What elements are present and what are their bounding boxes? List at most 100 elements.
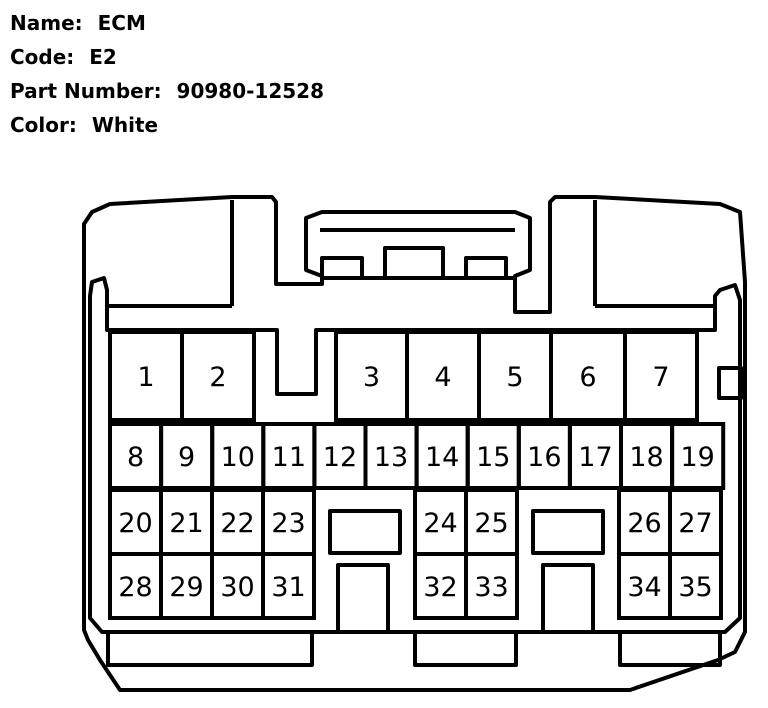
pin-cavity-8: 8: [108, 422, 164, 490]
pin-number: 7: [652, 362, 669, 393]
pin-cavity-9: 9: [159, 422, 215, 490]
pin-number: 32: [423, 572, 457, 603]
pin-number: 24: [423, 508, 457, 539]
pin-number: 22: [220, 508, 254, 539]
pin-number: 23: [271, 508, 305, 539]
pin-cavity-32: 32: [413, 552, 468, 620]
connector-inner-frame: [88, 276, 742, 634]
pin-box: [180, 330, 256, 422]
latch-tab-right: [464, 256, 508, 280]
pin-cavity-1: 1: [108, 330, 184, 422]
pin-cavity-13: 13: [363, 422, 419, 490]
pin-number: 12: [323, 442, 357, 473]
code-row: Code: E2: [10, 40, 324, 74]
pin-cavity-33: 33: [464, 552, 519, 620]
pin-number: 15: [476, 442, 510, 473]
pin-cavity-20: 20: [108, 488, 163, 556]
pin-number: 26: [627, 508, 661, 539]
connector-housing: [82, 195, 747, 692]
pin-box: [668, 552, 723, 620]
pin-number: 4: [434, 362, 451, 393]
latch-tab-center: [383, 246, 445, 280]
pin-number: 19: [680, 442, 714, 473]
pin-cavity-5: 5: [477, 330, 553, 422]
pin-number: 34: [627, 572, 661, 603]
center-block-left-upper: [328, 509, 402, 555]
side-key: [717, 366, 743, 400]
pin-number: 11: [272, 442, 306, 473]
pin-cavity-3: 3: [334, 330, 409, 422]
pin-cavity-26: 26: [617, 488, 672, 556]
pin-number: 10: [221, 442, 255, 473]
pin-number: 21: [169, 508, 203, 539]
pin-cavity-24: 24: [413, 488, 468, 556]
pin-number: 17: [578, 442, 612, 473]
pin-cavity-16: 16: [516, 422, 572, 490]
pin-cavity-35: 35: [668, 552, 723, 620]
pin-number: 35: [678, 572, 712, 603]
pin-cavity-27: 27: [668, 488, 723, 556]
pin-cavity-28: 28: [108, 552, 163, 620]
pin-number: 1: [137, 362, 154, 393]
part-number-label: Part Number:: [10, 79, 162, 103]
pin-cavity-19: 19: [670, 422, 726, 490]
pin-cavity-30: 30: [210, 552, 265, 620]
pin-cavity-34: 34: [617, 552, 672, 620]
pin-number: 31: [271, 572, 305, 603]
pin-cavity-10: 10: [210, 422, 266, 490]
color-label: Color:: [10, 113, 77, 137]
pin-box: [623, 330, 699, 422]
pin-cavity-23: 23: [261, 488, 316, 556]
pin-cavity-18: 18: [619, 422, 675, 490]
pin-number: 20: [118, 508, 152, 539]
connector-info: Name: ECM Code: E2 Part Number: 90980-12…: [10, 6, 324, 142]
pin-number: 8: [127, 442, 144, 473]
pin-number: 2: [209, 362, 226, 393]
pin-cavity-6: 6: [549, 330, 627, 422]
pin-cavity-14: 14: [414, 422, 470, 490]
center-block-right-upper: [531, 509, 605, 555]
color-row: Color: White: [10, 108, 324, 142]
pin-cavity-17: 17: [567, 422, 624, 490]
pin-number: 6: [579, 362, 596, 393]
color-value: White: [91, 113, 159, 137]
part-number-row: Part Number: 90980-12528: [10, 74, 324, 108]
pin-number: 3: [363, 362, 380, 393]
part-number-value: 90980-12528: [176, 79, 324, 103]
pin-number: 33: [474, 572, 508, 603]
pin-number: 14: [425, 442, 459, 473]
pin-number: 16: [527, 442, 561, 473]
pin-cavity-21: 21: [159, 488, 214, 556]
pin-cavity-7: 7: [623, 330, 699, 422]
pin-cavity-29: 29: [159, 552, 214, 620]
pin-cavity-25: 25: [464, 488, 519, 556]
pin-number: 30: [220, 572, 254, 603]
pin-cavity-12: 12: [312, 422, 368, 490]
pin-number: 18: [629, 442, 663, 473]
bottom-tab-left: [106, 632, 314, 667]
pin-number: 25: [474, 508, 508, 539]
pin-number: 28: [118, 572, 152, 603]
pin-number: 13: [374, 442, 408, 473]
center-block-left-lower: [336, 563, 390, 632]
pin-number: 27: [678, 508, 712, 539]
pin-cavity-2: 2: [180, 330, 256, 422]
code-value: E2: [89, 45, 117, 69]
pin-cavity-4: 4: [405, 330, 481, 422]
pin-box: [464, 552, 519, 620]
bottom-tab-right: [618, 632, 722, 667]
pin-cavity-22: 22: [210, 488, 265, 556]
name-label: Name:: [10, 11, 83, 35]
pin-cavity-15: 15: [465, 422, 521, 490]
pin-number: 29: [169, 572, 203, 603]
center-block-right-lower: [541, 563, 595, 632]
latch-tab-left: [320, 256, 364, 280]
pin-cavity-31: 31: [261, 552, 316, 620]
pin-number: 5: [506, 362, 523, 393]
name-row: Name: ECM: [10, 6, 324, 40]
code-label: Code:: [10, 45, 75, 69]
pin-box: [261, 552, 316, 620]
pin-number: 9: [178, 442, 195, 473]
